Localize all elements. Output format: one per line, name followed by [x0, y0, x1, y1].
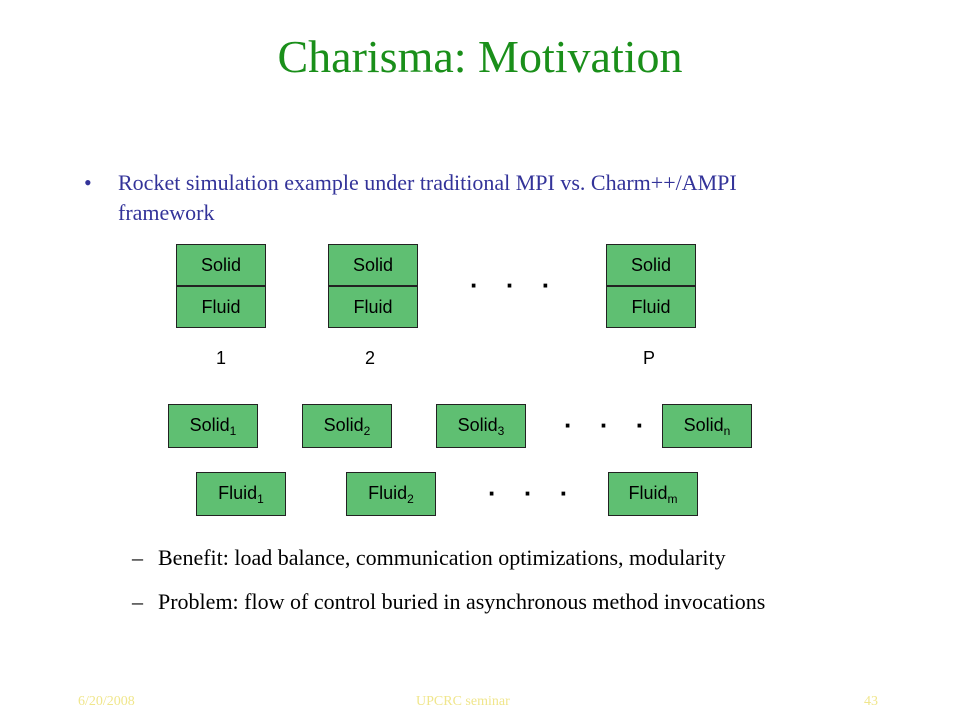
footer-page: 43 — [864, 694, 878, 709]
footer-date: 6/20/2008 — [78, 694, 135, 709]
bullet-dot: • — [84, 170, 92, 195]
solid-label: Solid — [457, 414, 498, 435]
mpi-fluid-box-2: Fluid — [328, 286, 418, 328]
solid-label: Solid — [683, 414, 724, 435]
charm-fluid-ellipsis: · · · — [488, 478, 579, 508]
solid-subscript: 3 — [497, 423, 505, 438]
charm-fluid-box-m: Fluidm — [608, 472, 698, 516]
charm-fluid-box-1: Fluid1 — [196, 472, 286, 516]
mpi-fluid-label: Fluid — [201, 296, 241, 317]
charm-solid-ellipsis: · · · — [564, 410, 655, 440]
mpi-index-p: P — [643, 348, 656, 368]
mpi-solid-label: Solid — [352, 254, 394, 275]
fluid-subscript: 1 — [257, 491, 264, 506]
charm-fluid-box-2: Fluid2 — [346, 472, 436, 516]
mpi-fluid-box-1: Fluid — [176, 286, 266, 328]
solid-subscript: 2 — [363, 423, 371, 438]
mpi-solid-box-2: Solid — [328, 244, 418, 286]
fluid-label: Fluid — [218, 482, 258, 503]
fluid-subscript: 2 — [407, 491, 414, 506]
mpi-fluid-label: Fluid — [631, 296, 671, 317]
solid-label: Solid — [189, 414, 230, 435]
bullet-text: Rocket simulation example under traditio… — [118, 170, 737, 225]
mpi-index-1: 1 — [216, 348, 227, 368]
mpi-solid-label: Solid — [200, 254, 242, 275]
slide-title: Charisma: Motivation — [277, 31, 683, 82]
mpi-solid-box-1: Solid — [176, 244, 266, 286]
dash: – — [132, 545, 143, 570]
fluid-label: Fluid — [628, 482, 668, 503]
footer-center: UPCRC seminar — [416, 694, 510, 709]
solid-subscript: 1 — [229, 423, 237, 438]
charm-solid-box-3: Solid3 — [436, 404, 526, 448]
sub-bullet-text: Problem: flow of control buried in async… — [158, 589, 766, 614]
mpi-ellipsis: · · · — [470, 270, 561, 300]
fluid-subscript: m — [667, 491, 678, 506]
mpi-solid-box-p: Solid — [606, 244, 696, 286]
mpi-index-2: 2 — [365, 348, 376, 368]
solid-subscript: n — [723, 423, 731, 438]
mpi-fluid-box-p: Fluid — [606, 286, 696, 328]
fluid-label: Fluid — [368, 482, 408, 503]
mpi-fluid-label: Fluid — [353, 296, 393, 317]
charm-solid-box-2: Solid2 — [302, 404, 392, 448]
solid-label: Solid — [323, 414, 364, 435]
dash: – — [132, 589, 143, 614]
charm-solid-box-n: Solidn — [662, 404, 752, 448]
sub-bullet-text: Benefit: load balance, communication opt… — [158, 545, 726, 570]
charm-solid-box-1: Solid1 — [168, 404, 258, 448]
mpi-solid-label: Solid — [630, 254, 672, 275]
